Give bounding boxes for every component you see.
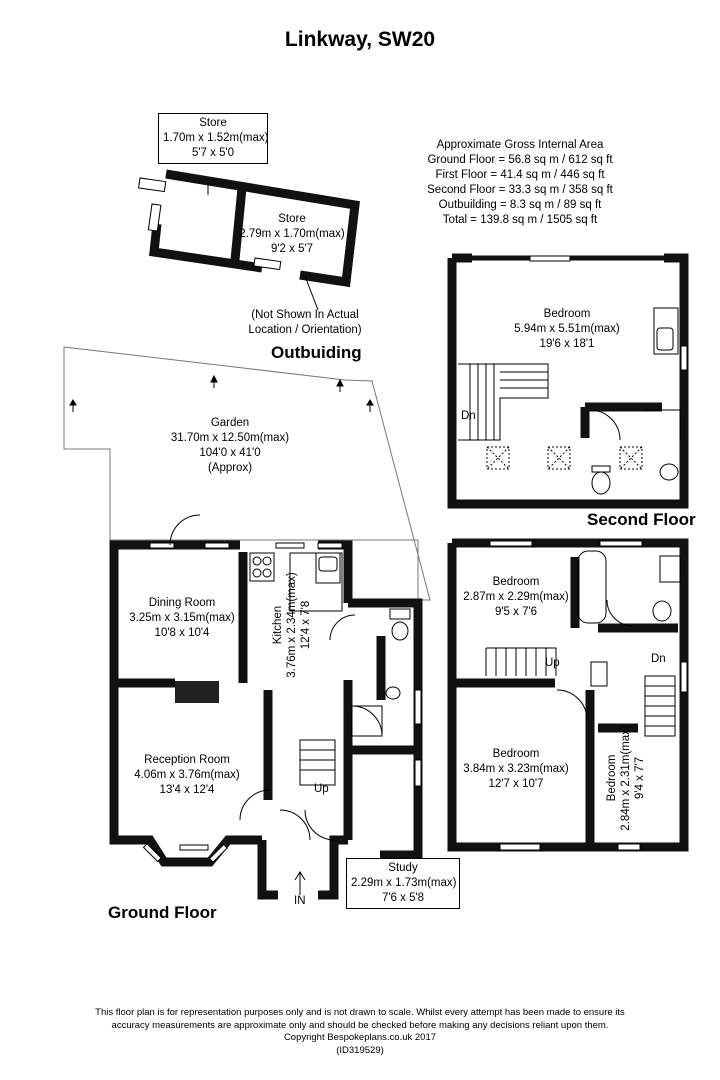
store1-label-box: Store 1.70m x 1.52m(max) 5'7 x 5'0 (158, 113, 268, 164)
second-floor-bedroom-label: Bedroom 5.94m x 5.51m(max) 19'6 x 18'1 (497, 307, 637, 352)
room-name: Garden (210, 417, 250, 429)
room-metric: 4.06m x 3.76m(max) (134, 769, 240, 781)
second-floor-stairs-label: Dn (461, 410, 476, 422)
room-metric: 1.70m x 1.52m(max) (163, 132, 269, 144)
room-name: Bedroom (543, 308, 591, 320)
reception-room-label: Reception Room 4.06m x 3.76m(max) 13'4 x… (127, 753, 247, 798)
room-imperial: 13'4 x 12'4 (159, 784, 215, 796)
disclaimer-line: This floor plan is for representation pu… (95, 1007, 625, 1018)
gross-area-heading: Approximate Gross Internal Area (436, 139, 604, 151)
room-note: (Approx) (207, 462, 253, 474)
gross-area-line: Ground Floor = 56.8 sq m / 612 sq ft (427, 154, 613, 166)
room-name: Reception Room (144, 754, 230, 766)
gross-area-block: Approximate Gross Internal Area Ground F… (400, 138, 640, 228)
room-metric: 3.84m x 3.23m(max) (463, 763, 569, 775)
outbuilding-section-label: Outbuiding (271, 343, 362, 362)
ground-floor-stairs-label: Up (314, 783, 329, 795)
room-imperial: 12'7 x 10'7 (488, 778, 544, 790)
first-floor-stairs-dn-label: Dn (651, 653, 666, 665)
ground-floor-plan (109, 514, 423, 900)
room-name: Kitchen (272, 605, 284, 645)
garden-label: Garden 31.70m x 12.50m(max) 104'0 x 41'0… (145, 416, 315, 476)
room-metric: 5.94m x 5.51m(max) (514, 323, 620, 335)
room-metric: 31.70m x 12.50m(max) (170, 432, 290, 444)
disclaimer-line: accuracy measurements are approximate on… (111, 1019, 609, 1031)
room-imperial: 19'6 x 18'1 (539, 338, 595, 350)
note-line: (Not Shown In Actual (251, 309, 359, 321)
room-imperial: 9'2 x 5'7 (270, 243, 314, 255)
room-metric: 3.25m x 3.15m(max) (129, 612, 235, 624)
garden-outline (63, 346, 431, 601)
room-name: Store (199, 117, 227, 129)
note-line: Location / Orientation) (248, 324, 362, 336)
second-floor-plan (447, 253, 689, 509)
study-label-box: Study 2.29m x 1.73m(max) 7'6 x 5'8 (346, 858, 460, 909)
room-imperial: 9'5 x 7'6 (494, 606, 538, 618)
room-name: Bedroom (492, 748, 540, 760)
second-floor-section-label: Second Floor (587, 510, 696, 529)
ground-floor-section-label: Ground Floor (108, 903, 217, 922)
kitchen-label: Kitchen 3.76m x 2.34m(max) 12'4 x 7'8 (271, 565, 315, 685)
page-title: Linkway, SW20 (284, 28, 436, 51)
room-imperial: 10'8 x 10'4 (154, 627, 210, 639)
disclaimer-line: Copyright Bespokeplans.co.uk 2017 (283, 1032, 437, 1043)
first-floor-bedroom3-label: Bedroom 2.84m x 2.31m(max) 9'4 x 7'7 (605, 723, 649, 833)
room-imperial: 12'4 x 7'8 (300, 600, 312, 650)
first-floor-bedroom1-label: Bedroom 2.87m x 2.29m(max) 9'5 x 7'6 (457, 575, 575, 620)
outbuilding-plan (138, 169, 360, 311)
room-name: Store (278, 213, 306, 225)
room-name: Bedroom (492, 576, 540, 588)
room-imperial: 104'0 x 41'0 (199, 447, 261, 459)
room-metric: 2.87m x 2.29m(max) (463, 591, 569, 603)
entrance-label: IN (294, 895, 306, 907)
dining-room-label: Dining Room 3.25m x 3.15m(max) 10'8 x 10… (123, 596, 241, 641)
room-name: Bedroom (606, 754, 618, 802)
room-imperial: 5'7 x 5'0 (191, 147, 235, 159)
first-floor-stairs-up-label: Up (545, 657, 560, 669)
room-name: Dining Room (148, 597, 216, 609)
gross-area-line: Total = 139.8 sq m / 1505 sq ft (442, 214, 598, 226)
gross-area-line: First Floor = 41.4 sq m / 446 sq ft (435, 169, 605, 181)
store2-label: Store 2.79m x 1.70m(max) 9'2 x 5'7 (237, 212, 347, 257)
outbuilding-note: (Not Shown In Actual Location / Orientat… (230, 308, 380, 338)
room-imperial: 9'4 x 7'7 (634, 756, 646, 800)
room-metric: 3.76m x 2.34m(max) (286, 572, 298, 678)
first-floor-bedroom2-label: Bedroom 3.84m x 3.23m(max) 12'7 x 10'7 (456, 747, 576, 792)
room-imperial: 7'6 x 5'8 (381, 892, 425, 904)
room-metric: 2.84m x 2.31m(max) (620, 725, 632, 831)
gross-area-line: Second Floor = 33.3 sq m / 358 sq ft (427, 184, 613, 196)
gross-area-line: Outbuilding = 8.3 sq m / 89 sq ft (438, 199, 602, 211)
disclaimer: This floor plan is for representation pu… (60, 1007, 660, 1057)
room-metric: 2.29m x 1.73m(max) (351, 877, 457, 889)
first-floor-plan (447, 538, 689, 852)
disclaimer-line: (ID319529) (336, 1044, 384, 1056)
room-name: Study (388, 862, 418, 874)
room-metric: 2.79m x 1.70m(max) (239, 228, 345, 240)
